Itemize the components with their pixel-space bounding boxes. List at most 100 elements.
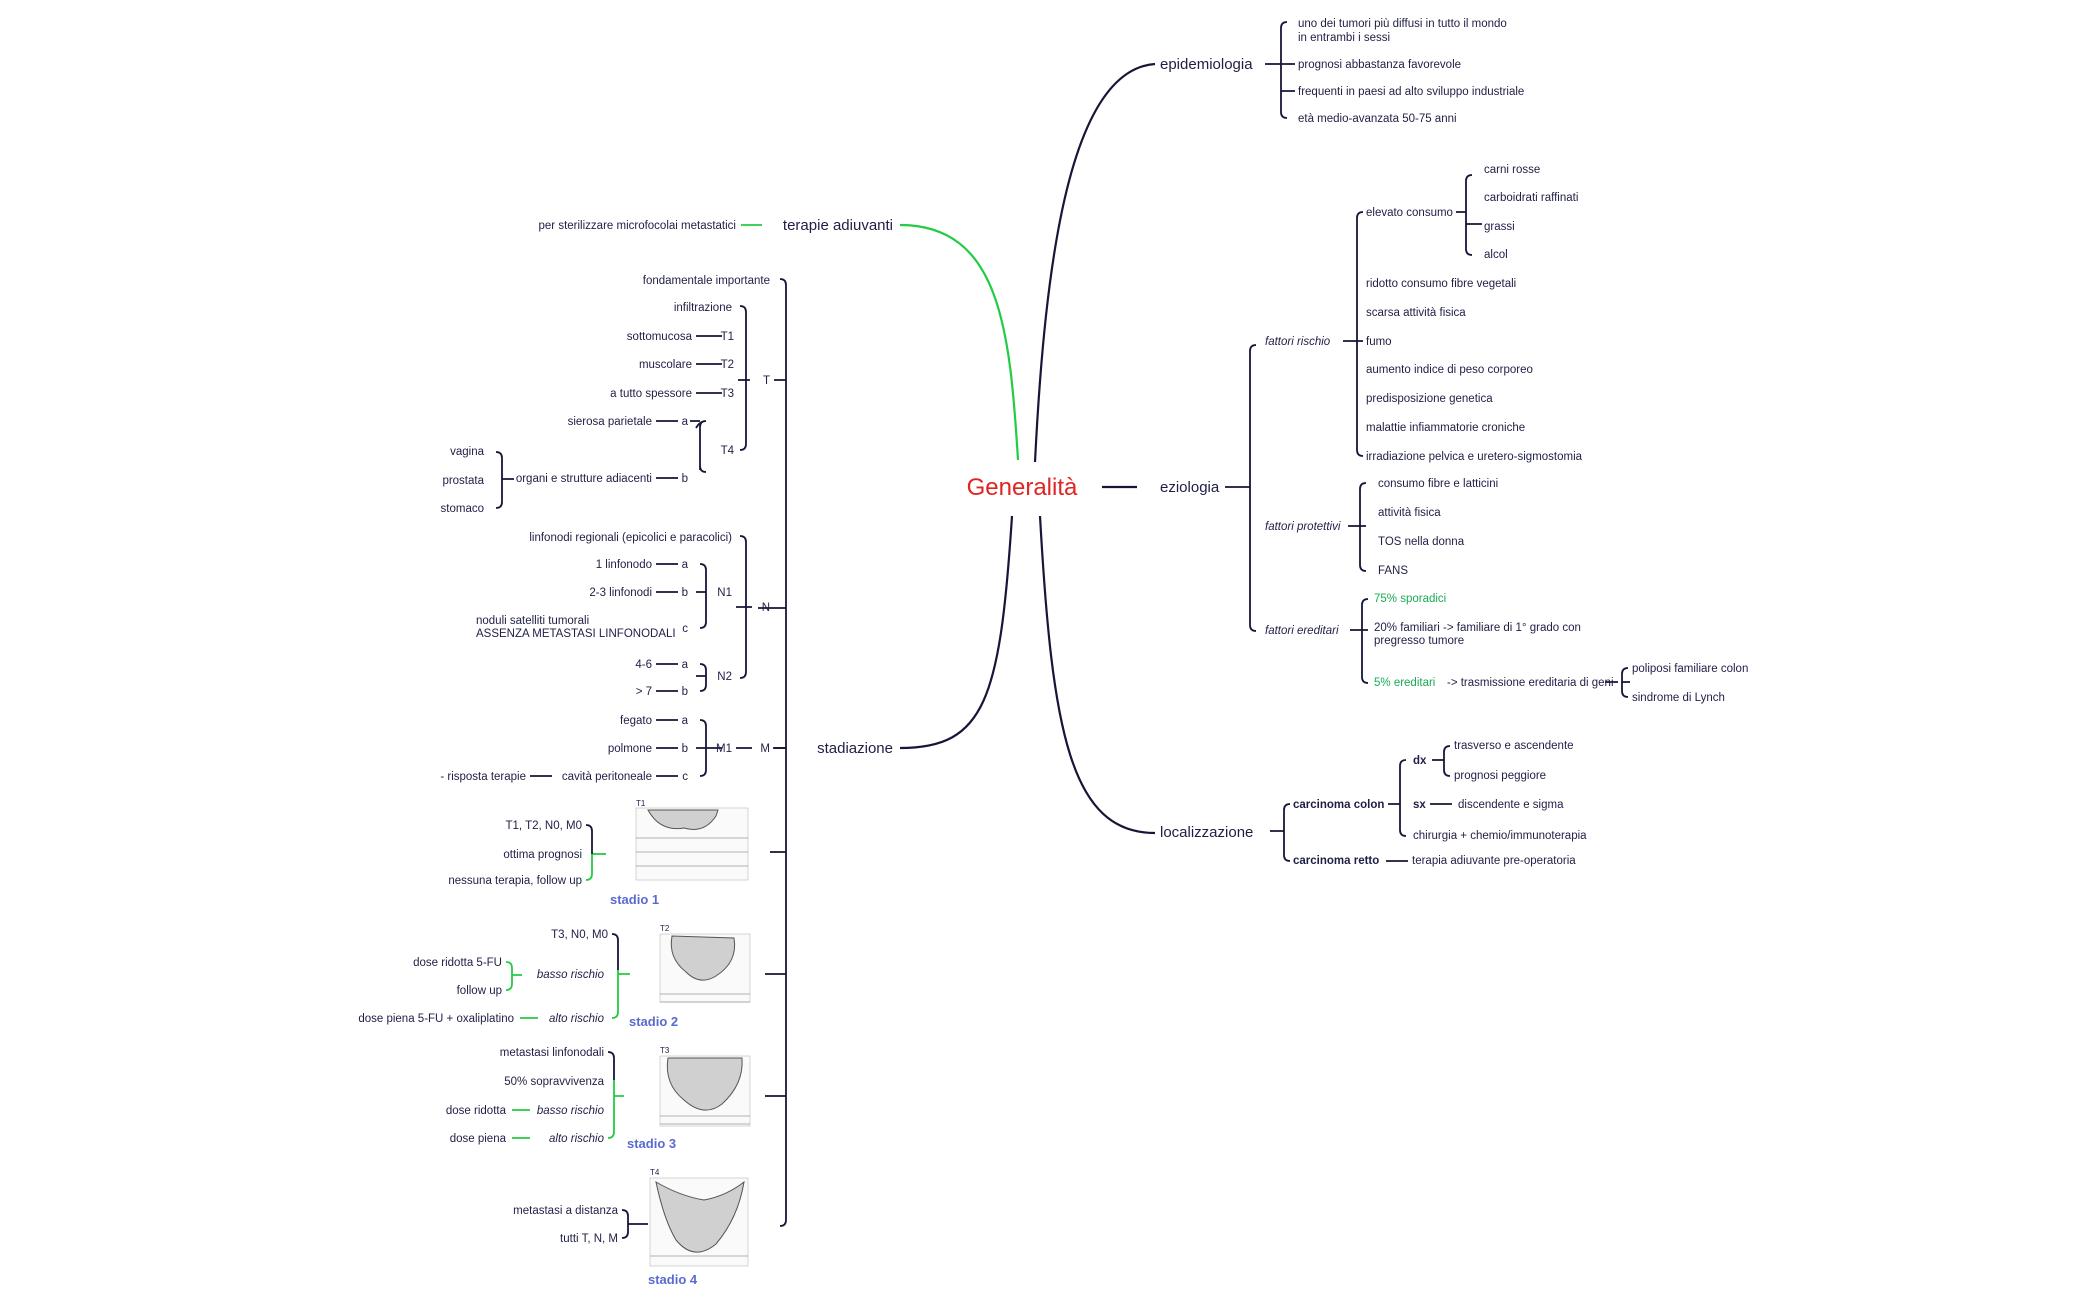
elevato-consumo-label: elevato consumo xyxy=(1366,207,1453,219)
T4-a: a xyxy=(682,416,689,428)
T-code: T1 xyxy=(721,331,734,343)
dx-item: prognosi peggiore xyxy=(1454,770,1546,782)
stadio1-item: nessuna terapia, follow up xyxy=(448,875,582,887)
stadio-4-img-tag: T4 xyxy=(650,1168,660,1177)
stadio-1-img-tag: T1 xyxy=(636,799,646,808)
N1-sub: a xyxy=(682,559,689,571)
N1c-desc: noduli satelliti tumorali xyxy=(476,615,589,627)
rischio-item: scarsa attività fisica xyxy=(1366,307,1466,319)
stadio2-alto-item: dose piena 5-FU + oxaliplatino xyxy=(358,1013,514,1025)
stadio4-item: metastasi a distanza xyxy=(513,1205,618,1217)
M1-sub: c xyxy=(682,771,688,783)
stadio-3-img-tag: T3 xyxy=(660,1046,670,1055)
stadio2-basso: basso rischio xyxy=(537,969,605,981)
T-code: T2 xyxy=(721,359,734,371)
consumo-item: carboidrati raffinati xyxy=(1484,192,1578,204)
dx-item: trasverso e ascendente xyxy=(1454,740,1574,752)
epidemiologia-item: età medio-avanzata 50-75 anni xyxy=(1298,113,1457,125)
stadio-4-label: stadio 4 xyxy=(648,1272,698,1287)
rischio-item: ridotto consumo fibre vegetali xyxy=(1366,278,1516,290)
terapie-item: per sterilizzare microfocolai metastatic… xyxy=(539,220,736,232)
M1-extra: - risposta terapie xyxy=(440,771,526,783)
gene-item: poliposi familiare colon xyxy=(1632,663,1748,675)
stadio2-main: T3, N0, M0 xyxy=(551,929,608,941)
rischio-item: aumento indice di peso corporeo xyxy=(1366,364,1533,376)
N1-desc: 2-3 linfonodi xyxy=(589,587,652,599)
rischio-item: irradiazione pelvica e uretero-sigmostom… xyxy=(1366,451,1583,463)
T4-code: T4 xyxy=(721,445,735,457)
ereditari-5: 5% ereditari xyxy=(1374,677,1435,689)
stadio1-item: ottima prognosi xyxy=(503,849,582,861)
N-regionali: linfonodi regionali (epicolici e paracol… xyxy=(529,532,732,544)
stadio3-item: metastasi linfonodali xyxy=(500,1047,604,1059)
sx-item: discendente e sigma xyxy=(1458,799,1564,811)
branch-epidemiologia: epidemiologia xyxy=(1160,56,1253,73)
T-desc: sottomucosa xyxy=(627,331,693,343)
stadio3-basso: basso rischio xyxy=(537,1105,605,1117)
stadio3-alto: alto rischio xyxy=(549,1133,605,1145)
stadiazione-T: T xyxy=(763,375,770,387)
T4-a-desc: sierosa parietale xyxy=(568,416,652,428)
protettivi-item: TOS nella donna xyxy=(1378,536,1465,548)
M1-desc: fegato xyxy=(620,715,652,727)
T4-b-desc: organi e strutture adiacenti xyxy=(516,473,652,485)
ereditari-familiari-cont: pregresso tumore xyxy=(1374,635,1464,647)
fattori-ereditari-label: fattori ereditari xyxy=(1265,625,1339,637)
stadiazione-intro: fondamentale importante xyxy=(643,275,770,287)
rischio-item: predisposizione genetica xyxy=(1366,393,1493,405)
N2-code: N2 xyxy=(717,671,732,683)
ereditari-familiari: 20% familiari -> familiare di 1° grado c… xyxy=(1374,622,1581,634)
N1-desc: 1 linfonodo xyxy=(596,559,652,571)
branch-localizzazione: localizzazione xyxy=(1160,824,1253,841)
gene-item: sindrome di Lynch xyxy=(1632,692,1725,704)
M1-code: M1 xyxy=(716,743,732,755)
ereditari-5-rest: -> trasmissione ereditaria di geni xyxy=(1447,677,1614,689)
epidemiologia-item: prognosi abbastanza favorevole xyxy=(1298,59,1461,71)
N1-sub: c xyxy=(682,623,688,635)
fattori-rischio-label: fattori rischio xyxy=(1265,336,1331,348)
stadio-2-img-tag: T2 xyxy=(660,924,670,933)
N1c-desc-cont: ASSENZA METASTASI LINFONODALI xyxy=(476,628,676,640)
stadio-4-sketch: T4 xyxy=(649,1168,749,1267)
consumo-item: alcol xyxy=(1484,249,1508,261)
root-title: Generalità xyxy=(967,474,1078,501)
N2-sub: a xyxy=(682,659,689,671)
stadio-3-label: stadio 3 xyxy=(627,1136,676,1151)
stadio3-item: 50% sopravvivenza xyxy=(504,1076,604,1088)
epidemiologia-item: frequenti in paesi ad alto sviluppo indu… xyxy=(1298,86,1524,98)
rischio-item: malattie infiammatorie croniche xyxy=(1366,422,1525,434)
chirurgia-item: chirurgia + chemio/immunoterapia xyxy=(1413,830,1587,842)
epidemiologia-item: uno dei tumori più diffusi in tutto il m… xyxy=(1298,18,1507,30)
stadiazione-N: N xyxy=(762,602,770,614)
stadio4-item: tutti T, N, M xyxy=(560,1233,618,1245)
N1-code: N1 xyxy=(717,587,732,599)
stadio-2-label: stadio 2 xyxy=(629,1014,678,1029)
organo-item: vagina xyxy=(450,446,484,458)
M1-sub: b xyxy=(682,743,688,755)
rischio-item: fumo xyxy=(1366,336,1392,348)
connectors xyxy=(495,21,1630,1239)
N1-sub: b xyxy=(682,587,688,599)
stadio2-basso-item: follow up xyxy=(457,985,502,997)
colon-sx: sx xyxy=(1413,799,1426,811)
stadio-1-sketch: T1 xyxy=(635,799,749,881)
stadio-3-sketch: T3 xyxy=(659,1046,751,1127)
protettivi-item: attività fisica xyxy=(1378,507,1441,519)
retto-item: terapia adiuvante pre-operatoria xyxy=(1412,855,1576,867)
branch-eziologia: eziologia xyxy=(1160,479,1220,496)
stadio2-alto: alto rischio xyxy=(549,1013,605,1025)
fattori-protettivi-label: fattori protettivi xyxy=(1265,521,1341,533)
protettivi-item: FANS xyxy=(1378,565,1408,577)
N2-desc: > 7 xyxy=(636,686,652,698)
protettivi-item: consumo fibre e latticini xyxy=(1378,478,1498,490)
stadiazione-M: M xyxy=(760,743,770,755)
stadio3-basso-desc: dose ridotta xyxy=(446,1105,507,1117)
consumo-item: carni rosse xyxy=(1484,164,1540,176)
organo-item: prostata xyxy=(442,475,484,487)
T-code: T3 xyxy=(721,388,734,400)
M1-sub: a xyxy=(682,715,689,727)
carcinoma-colon: carcinoma colon xyxy=(1293,799,1384,811)
M1-desc: cavità peritoneale xyxy=(562,771,652,783)
N2-desc: 4-6 xyxy=(635,659,652,671)
